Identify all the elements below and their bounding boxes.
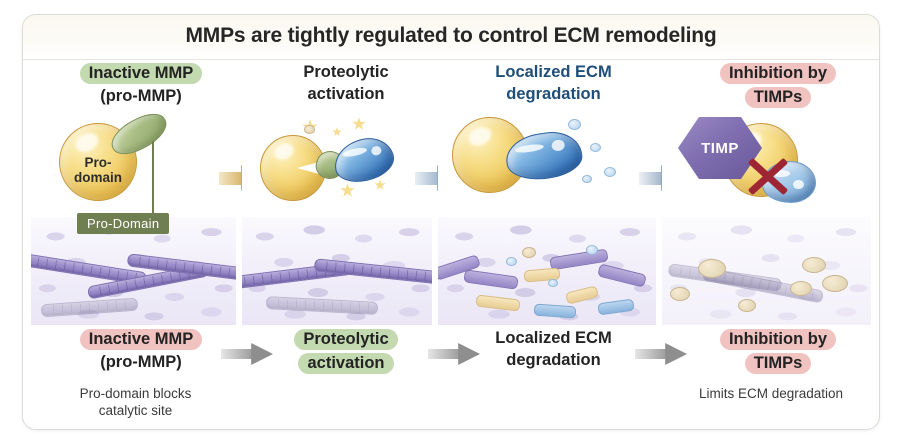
flow-step-line1: Inactive MMP: [79, 327, 203, 351]
active-mmp-blob: [330, 133, 398, 187]
flow-step-line1: Inhibition by: [719, 327, 837, 351]
blob-highlight: [514, 142, 545, 154]
sparkle-icon: [332, 127, 342, 137]
matrix-deposit: [802, 257, 826, 273]
matrix-deposit: [822, 275, 848, 292]
stage-label-line1: Proteolytic: [303, 63, 389, 81]
stage-label-line2: (pro-MMP): [100, 87, 182, 105]
callout-leader-line: [152, 141, 154, 217]
flow-step-line1: Proteolytic: [294, 327, 398, 351]
debris-particle: [304, 125, 315, 134]
ecm-matrix: [662, 217, 871, 325]
debris-particle: [604, 167, 616, 177]
debris-particle: [522, 247, 536, 258]
flow-arrow: [428, 343, 480, 365]
arrow-shaft: [639, 171, 663, 185]
matrix-deposit: [670, 287, 690, 301]
arrow-shaft: [221, 349, 254, 359]
sphere-highlight: [465, 123, 494, 149]
figure-panel: MMPs are tightly regulated to control EC…: [22, 14, 880, 430]
flow-step-localized-ecm-degradation: Localized ECM degradation: [451, 327, 656, 371]
stage-label-proteolytic-activation: Proteolytic activation: [251, 61, 441, 105]
flow-step-line2: degradation: [506, 351, 601, 369]
illustration-timp-inhibition: TIMP: [662, 113, 871, 325]
debris-particle: [568, 119, 581, 130]
flow-step-inactive-mmp: Inactive MMP (pro-MMP): [41, 327, 241, 373]
blob-highlight: [793, 179, 804, 190]
ecm-matrix: [242, 217, 432, 325]
stage-label-line1: Inactive MMP: [79, 61, 203, 85]
stage-label-line1: Localized ECM: [495, 63, 612, 81]
debris-particle: [548, 279, 558, 287]
flow-step-line2: activation: [298, 351, 394, 375]
sphere-highlight: [72, 129, 103, 156]
sphere-highlight: [271, 140, 297, 163]
blob-highlight: [370, 145, 382, 156]
sparkle-icon: [352, 117, 366, 130]
stage-label-line2: degradation: [506, 85, 601, 103]
stage-label-localized-ecm-degradation: Localized ECM degradation: [451, 61, 656, 105]
pro-domain-callout: Pro-Domain: [77, 213, 170, 234]
caption-line1: Pro-domain blocks: [79, 386, 192, 401]
caption-line1: Limits ECM degradation: [698, 386, 844, 401]
title-bar: MMPs are tightly regulated to control EC…: [23, 15, 879, 60]
stage-label-line2: TIMPs: [744, 85, 812, 109]
flow-arrow: [635, 343, 687, 365]
flow-step-line2: (pro-MMP): [100, 353, 182, 371]
flow-step-inhibition-by-timps: Inhibition by TIMPs: [683, 327, 873, 375]
illustration-inactive-mmp: Pro- domain Pro-Domain: [31, 113, 236, 325]
matrix-deposit: [698, 259, 726, 278]
stage-label-inactive-mmp: Inactive MMP (pro-MMP): [41, 61, 241, 107]
blob-highlight: [772, 170, 791, 178]
illustration-proteolytic-activation: [242, 113, 432, 325]
flow-step-line1: Localized ECM: [495, 329, 612, 347]
stage-label-line1: Inhibition by: [719, 61, 837, 85]
flow-summary-row: Inactive MMP (pro-MMP) Proteolytic activ…: [23, 327, 879, 385]
stage-label-inhibition-by-timps: Inhibition by TIMPs: [683, 61, 873, 109]
caption-line2: catalytic site: [98, 403, 173, 418]
arrow-shaft: [219, 171, 243, 185]
flow-step-proteolytic-activation: Proteolytic activation: [251, 327, 441, 375]
ecm-matrix: [438, 217, 656, 325]
caption-inhibition-by-timps: Limits ECM degradation: [671, 385, 871, 402]
inhibition-x-icon: [744, 155, 792, 199]
flow-step-line2: TIMPs: [744, 351, 812, 375]
figure-title: MMPs are tightly regulated to control EC…: [185, 24, 717, 47]
debris-particle: [586, 245, 598, 255]
stage-label-row: Inactive MMP (pro-MMP) Proteolytic activ…: [23, 61, 879, 113]
sparkle-icon: [340, 183, 355, 197]
debris-particle: [590, 143, 601, 152]
pro-domain-inline-label: Pro- domain: [73, 155, 122, 185]
debris-particle: [506, 257, 517, 266]
matrix-deposit: [790, 281, 812, 296]
debris-particle: [582, 175, 592, 183]
illustration-strip: Pro- domain Pro-Domain: [23, 113, 879, 325]
illustration-localized-ecm-degradation: [438, 113, 656, 325]
arrow-shaft: [415, 171, 439, 185]
arrow-shaft: [635, 349, 668, 359]
flow-arrow: [221, 343, 273, 365]
matrix-deposit: [738, 299, 756, 312]
blob-highlight: [342, 146, 368, 159]
blob-highlight: [550, 138, 566, 153]
sparkle-icon: [374, 179, 386, 190]
stage-label-line2: activation: [307, 85, 385, 103]
ecm-matrix: [31, 217, 236, 325]
caption-inactive-mmp: Pro-domain blocks catalytic site: [33, 385, 238, 419]
arrow-shaft: [428, 349, 461, 359]
